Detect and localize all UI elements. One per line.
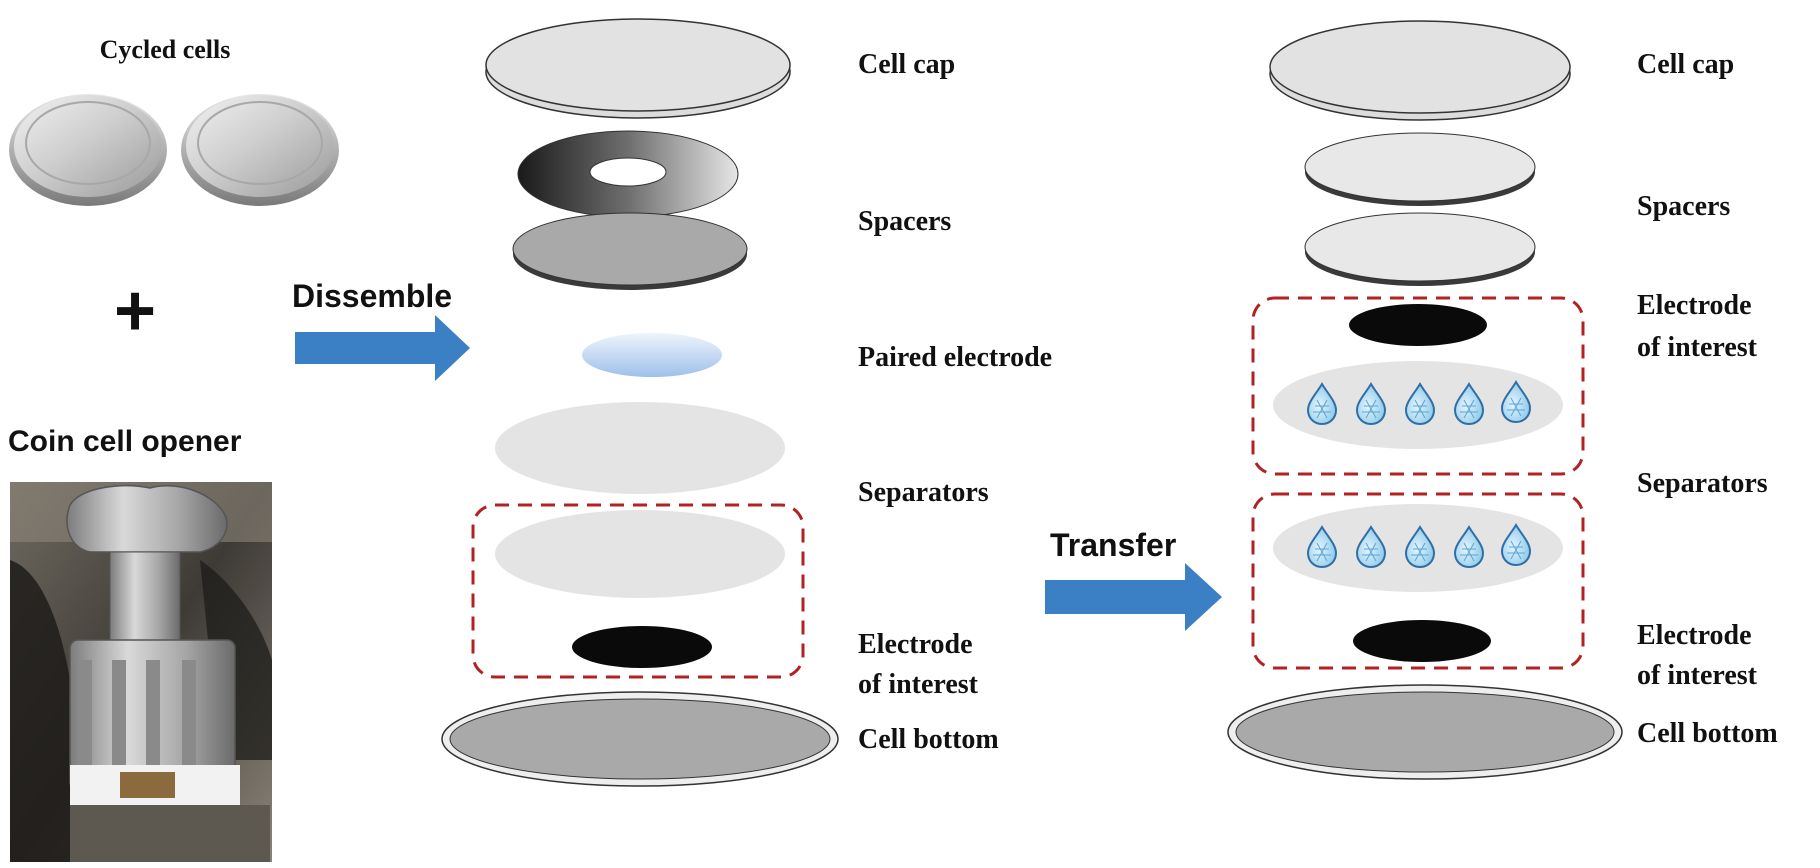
middle-cell-cap: [485, 18, 791, 119]
dissemble-label: Dissemble: [292, 278, 452, 314]
middle-spacers-label: Spacers: [858, 206, 951, 237]
right-spacer-2: [1304, 212, 1536, 286]
coin-cell-2: [181, 94, 339, 206]
middle-electrode-label-line1: Electrode: [858, 629, 973, 660]
middle-spacer-washer: [517, 130, 739, 218]
right-spacer-1: [1304, 132, 1536, 206]
right-electrode-top-label-line1: Electrode: [1637, 290, 1752, 321]
right-electrode-bottom-label-line2: of interest: [1637, 660, 1758, 691]
middle-separators-label: Separators: [858, 477, 989, 508]
coin-cell-opener-photo: [10, 482, 272, 862]
dissemble-arrow: [295, 315, 470, 381]
right-spacers-label: Spacers: [1637, 191, 1730, 222]
middle-cell-cap-label: Cell cap: [858, 49, 955, 80]
right-electrode-of-interest-bottom: [1353, 620, 1491, 662]
right-cell-cap-label: Cell cap: [1637, 49, 1734, 80]
coin-cell-opener-label: Coin cell opener: [8, 425, 242, 458]
right-dashed-box-top: [1251, 296, 1585, 476]
right-separators-label: Separators: [1637, 468, 1768, 499]
right-dashed-box-bottom: [1251, 492, 1585, 670]
plus-sign: +: [114, 271, 156, 351]
middle-cell-bottom-label: Cell bottom: [858, 724, 999, 755]
middle-electrode-of-interest: [572, 626, 712, 668]
transfer-arrow: [1045, 563, 1222, 631]
cycled-cells-label: Cycled cells: [100, 35, 231, 64]
middle-cell-bottom: [441, 691, 839, 787]
middle-electrode-label-line2: of interest: [858, 669, 979, 700]
middle-dashed-box: [471, 503, 805, 679]
middle-separator-2: [495, 510, 785, 598]
middle-spacer-disc: [512, 212, 748, 290]
transfer-label: Transfer: [1050, 527, 1176, 563]
right-cell-bottom: [1227, 684, 1623, 780]
right-electrode-of-interest-top: [1349, 304, 1487, 346]
coin-cell-1: [9, 94, 167, 206]
right-electrode-bottom-label-line1: Electrode: [1637, 620, 1752, 651]
middle-paired-electrode-label: Paired electrode: [858, 342, 1052, 373]
middle-separator-1: [495, 402, 785, 494]
right-cell-cap: [1269, 20, 1571, 121]
right-cell-bottom-label: Cell bottom: [1637, 718, 1778, 749]
right-electrode-top-label-line2: of interest: [1637, 332, 1758, 363]
middle-paired-electrode: [582, 333, 722, 377]
